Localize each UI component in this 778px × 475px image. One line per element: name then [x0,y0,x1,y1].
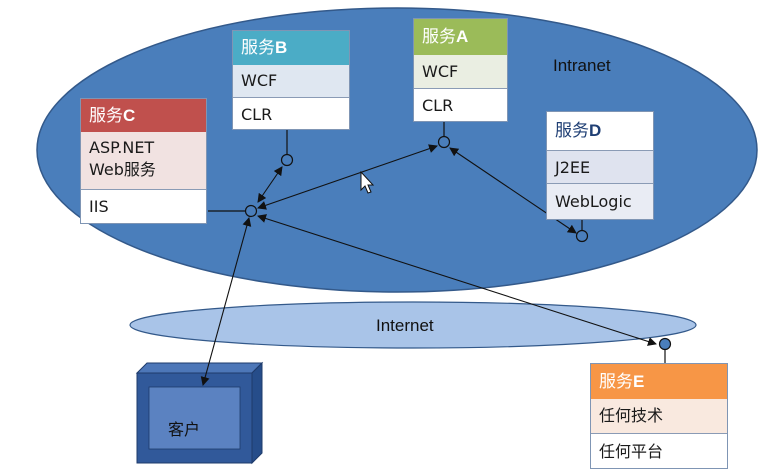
internet-label: Internet [376,316,434,335]
node-a [437,135,451,149]
service-b-row-1: WCF [233,65,349,97]
service-c-box: 服务C ASP.NET Web服务 IIS [80,98,207,224]
service-a-letter: A [456,27,469,46]
service-d-letter: D [589,121,602,140]
cursor-icon [360,170,375,194]
service-d-prefix: 服务 [555,121,589,141]
service-b-letter: B [275,38,288,57]
service-b-row-2: CLR [233,97,349,130]
arrow-hub-client [200,217,252,386]
arrow-hub-a [257,144,438,210]
service-d-row-2: WebLogic [547,183,653,219]
service-b-box: 服务B WCF CLR [232,30,350,130]
service-a-header: 服务A [414,19,507,55]
service-d-row-1: J2EE [547,150,653,183]
service-a-row-2: CLR [414,88,507,121]
service-b-header: 服务B [233,31,349,65]
service-c-row-1: ASP.NET Web服务 [81,132,206,189]
client-box [135,361,264,465]
service-a-box: 服务A WCF CLR [413,18,508,122]
service-d-header: 服务D [547,112,653,150]
intranet-label: Intranet [553,56,611,75]
service-c-letter: C [123,106,136,125]
service-e-prefix: 服务 [599,372,633,392]
node-e [658,337,672,351]
service-e-box: 服务E 任何技术 任何平台 [590,363,728,469]
service-c-row-2: IIS [81,189,206,223]
service-e-letter: E [633,372,645,391]
arrow-hub-e [257,214,657,346]
service-b-prefix: 服务 [241,38,275,58]
service-e-row-1: 任何技术 [591,399,727,433]
service-a-prefix: 服务 [422,27,456,47]
service-d-box: 服务D J2EE WebLogic [546,111,654,220]
service-e-header: 服务E [591,364,727,399]
node-c-hub [244,204,258,218]
service-e-row-2: 任何平台 [591,433,727,468]
service-c-header: 服务C [81,99,206,132]
service-a-row-1: WCF [414,55,507,88]
client-label: 客户 [168,420,201,439]
service-c-prefix: 服务 [89,106,123,126]
